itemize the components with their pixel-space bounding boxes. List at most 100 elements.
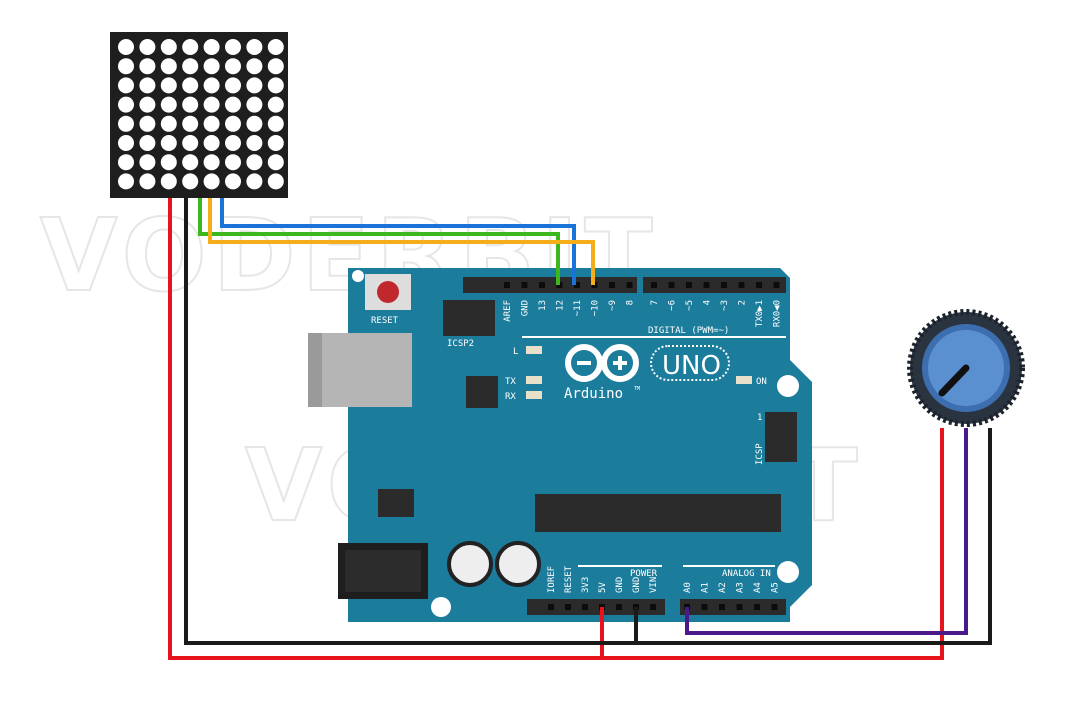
- header-pin[interactable]: [719, 604, 725, 610]
- header-pin[interactable]: [650, 604, 656, 610]
- matrix-led: [139, 58, 156, 75]
- header-pin[interactable]: [565, 604, 571, 610]
- pin-label: A3: [736, 582, 746, 593]
- matrix-led: [246, 96, 263, 113]
- pin-label: ~6: [668, 300, 678, 311]
- matrix-led: [139, 135, 156, 151]
- header-pin[interactable]: [756, 282, 762, 288]
- matrix-led: [225, 135, 241, 151]
- header-pin[interactable]: [582, 604, 588, 610]
- matrix-led: [267, 154, 284, 171]
- reset-button-cap[interactable]: [377, 281, 399, 303]
- header-pin[interactable]: [771, 604, 778, 610]
- digital-label: DIGITAL (PWM=~): [648, 326, 729, 336]
- usb-port-edge: [308, 333, 322, 407]
- matrix-led: [160, 39, 177, 55]
- header-pin[interactable]: [703, 282, 710, 288]
- voltage-regulator: [378, 489, 414, 517]
- pin-label: ~5: [685, 300, 695, 311]
- matrix-led: [118, 77, 134, 94]
- led-on-label: ON: [756, 377, 767, 387]
- header-pin[interactable]: [686, 282, 692, 288]
- matrix-led: [267, 173, 284, 190]
- wire-vcc-red: [168, 198, 944, 660]
- matrix-led: [225, 154, 241, 171]
- pin-label: VIN: [649, 577, 659, 593]
- led-l-label: L: [513, 347, 518, 357]
- matrix-led: [203, 77, 220, 94]
- matrix-led: [182, 135, 199, 151]
- digital-header-b: [643, 277, 786, 293]
- matrix-led: [246, 173, 263, 190]
- matrix-led: [203, 154, 220, 171]
- header-pin[interactable]: [548, 604, 554, 610]
- pin-label: A2: [718, 582, 728, 593]
- matrix-led: [246, 135, 263, 151]
- trademark: TM: [634, 386, 640, 392]
- matrix-led: [225, 58, 241, 75]
- matrix-led: [203, 173, 220, 190]
- pin-label: A4: [753, 582, 763, 593]
- header-pin[interactable]: [773, 282, 780, 288]
- plus-icon-v: [618, 356, 622, 370]
- matrix-led: [160, 77, 177, 94]
- matrix-led: [160, 135, 177, 151]
- atmega-chip: [535, 494, 781, 532]
- arduino-uno-board: RESET ICSP2 1 ICSP L TX RX ON UNO: [308, 268, 812, 622]
- header-pin[interactable]: [651, 282, 657, 288]
- matrix-led: [246, 154, 263, 171]
- header-pin[interactable]: [609, 282, 615, 288]
- header-pin[interactable]: [504, 282, 510, 288]
- pin-label: RESET: [564, 565, 574, 593]
- pin-label: 3V3: [581, 577, 591, 593]
- header-pin[interactable]: [626, 282, 633, 288]
- matrix-led: [182, 154, 199, 171]
- matrix-led: [182, 58, 199, 75]
- matrix-led: [225, 173, 241, 190]
- dc-jack-inner: [345, 550, 421, 592]
- pin-label: GND: [615, 577, 625, 593]
- header-pin[interactable]: [738, 282, 745, 288]
- icsp2-header: [443, 300, 495, 336]
- header-pin[interactable]: [668, 282, 675, 288]
- reset-label: RESET: [371, 316, 399, 326]
- model-label: UNO: [662, 351, 721, 381]
- matrix-led: [203, 96, 220, 113]
- mount-hole: [431, 597, 451, 617]
- wire-pin11-blue: [220, 198, 576, 285]
- matrix-led: [246, 115, 263, 132]
- pin-label: GND: [521, 300, 531, 316]
- header-pin[interactable]: [574, 282, 580, 288]
- matrix-led: [118, 154, 134, 171]
- matrix-led: [267, 39, 284, 55]
- wires: [168, 198, 992, 660]
- header-pin[interactable]: [616, 604, 622, 610]
- pot-pointer: [938, 364, 970, 397]
- matrix-led: [182, 39, 199, 55]
- matrix-led: [160, 58, 177, 75]
- header-pin[interactable]: [701, 604, 708, 610]
- matrix-led: [139, 39, 156, 55]
- capacitor: [495, 541, 541, 587]
- mount-hole: [777, 561, 799, 583]
- header-pin[interactable]: [736, 604, 743, 610]
- header-pin[interactable]: [539, 282, 545, 288]
- header-pin[interactable]: [521, 282, 528, 288]
- header-pin[interactable]: [721, 282, 727, 288]
- header-pin[interactable]: [754, 604, 760, 610]
- pin-label: 12: [556, 300, 566, 311]
- matrix-led: [160, 96, 177, 113]
- pin-label: GND: [632, 577, 642, 593]
- matrix-led: [267, 58, 284, 75]
- pin-label: TX0▶1: [755, 300, 765, 327]
- matrix-led: [160, 154, 177, 171]
- matrix-led: [118, 115, 134, 132]
- minus-icon: [577, 361, 591, 365]
- power-header: [527, 599, 665, 615]
- matrix-led: [267, 77, 284, 94]
- pin-label: IOREF: [547, 566, 557, 593]
- pin-label: 5V: [598, 582, 608, 593]
- matrix-led: [139, 173, 156, 190]
- matrix-led: [118, 135, 134, 151]
